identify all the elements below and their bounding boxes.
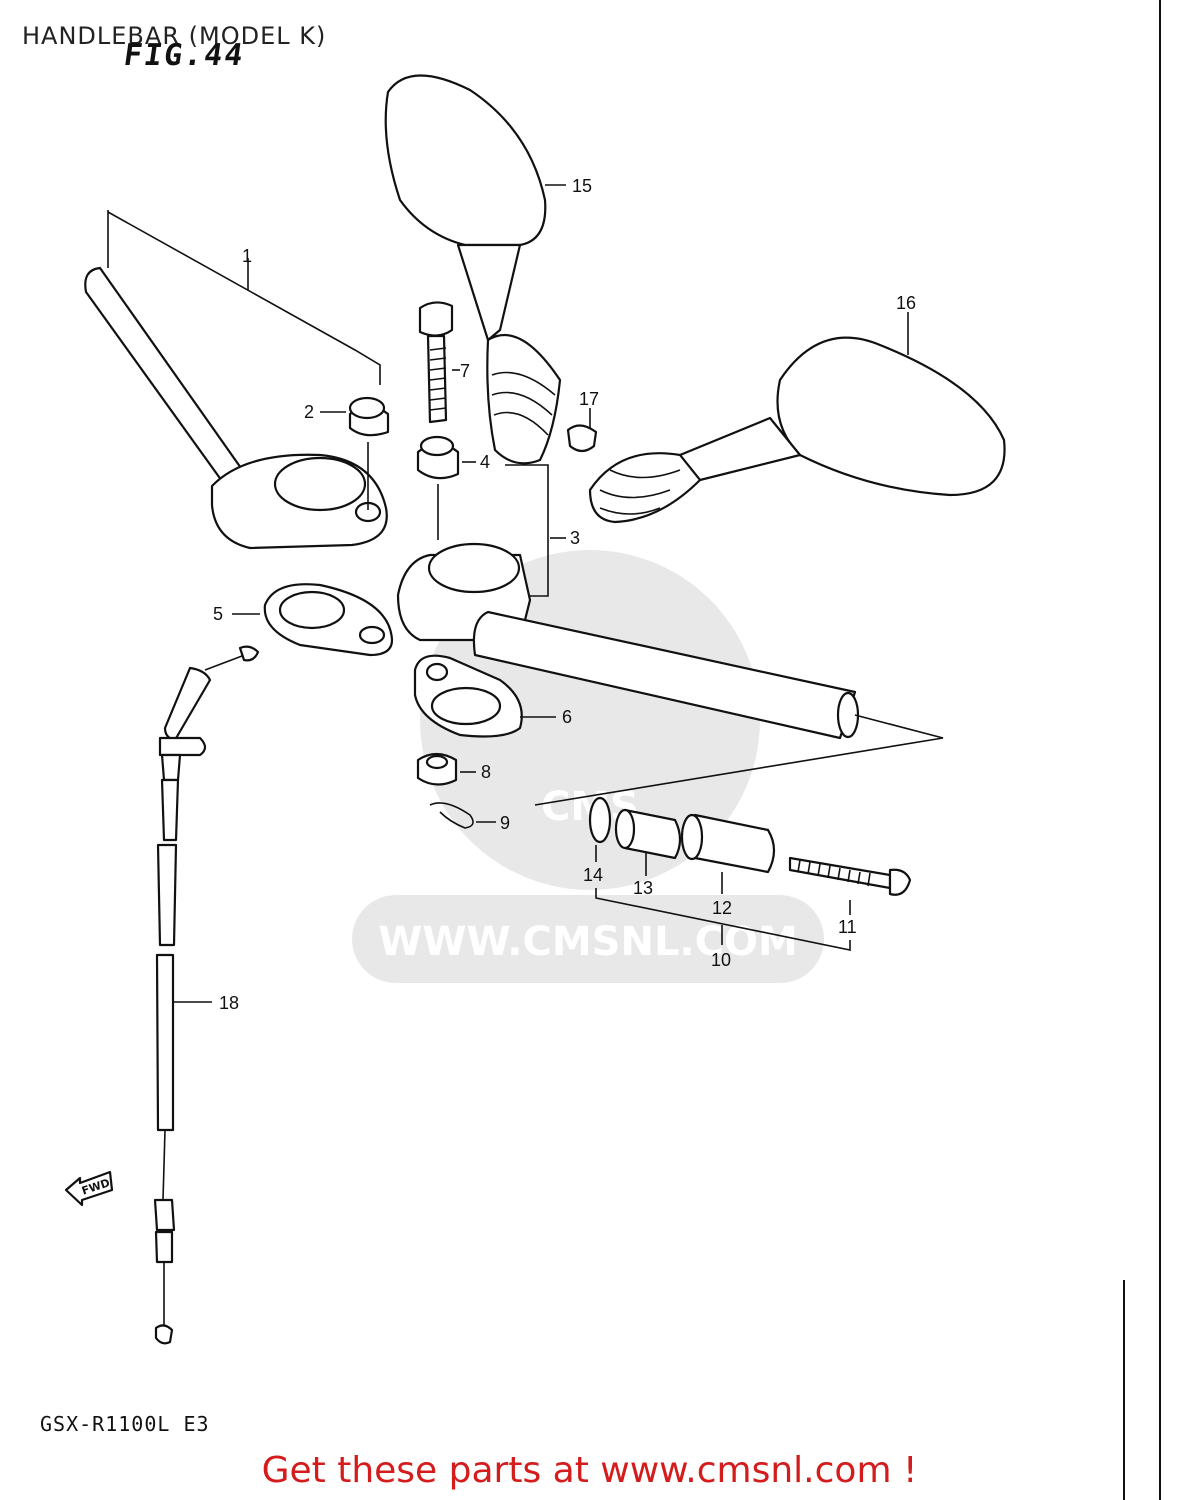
part-16-right-mirror[interactable] — [588, 312, 1006, 524]
watermark-url: WWW.CMSNL.COM — [378, 919, 798, 965]
callout-10: 10 — [711, 950, 731, 970]
bar-end-guide — [534, 714, 944, 806]
callout-9: 9 — [500, 813, 510, 833]
callout-14: 14 — [583, 865, 603, 885]
part-4-nut[interactable] — [416, 435, 549, 597]
part-7-bolt[interactable] — [418, 301, 460, 424]
fwd-arrow-icon: FWD — [64, 1170, 114, 1207]
part-17-screw[interactable] — [566, 408, 598, 453]
part-14-washer[interactable] — [588, 796, 612, 862]
callout-13: 13 — [633, 878, 653, 898]
callout-labels: 1 2 3 4 5 6 7 8 9 10 11 12 13 14 15 16 1… — [213, 176, 916, 1013]
callout-6: 6 — [562, 707, 572, 727]
callout-5: 5 — [213, 604, 223, 624]
part-11-long-screw[interactable] — [788, 856, 912, 915]
callout-4: 4 — [480, 452, 490, 472]
callout-18: 18 — [219, 993, 239, 1013]
part-10-bracket — [595, 888, 851, 951]
part-1-left-handlebar[interactable] — [84, 210, 388, 550]
callout-7: 7 — [460, 361, 470, 381]
callout-12: 12 — [712, 898, 732, 918]
callout-16: 16 — [896, 293, 916, 313]
callout-2: 2 — [304, 402, 314, 422]
part-12-weight[interactable] — [680, 813, 776, 894]
page-title: HANDLEBAR (MODEL K) — [22, 22, 327, 50]
part-18-throttle-cable[interactable] — [153, 645, 260, 1345]
part-9-clip[interactable] — [429, 802, 496, 829]
part-6-holder-plate[interactable] — [413, 654, 556, 738]
part-5-spacer-plate[interactable] — [232, 583, 394, 657]
model-code: GSX-R1100L E3 — [40, 1412, 210, 1436]
callout-3: 3 — [570, 528, 580, 548]
part-15-left-mirror[interactable] — [384, 74, 566, 465]
watermark-banner — [352, 895, 824, 983]
callout-1: 1 — [242, 246, 252, 266]
part-2-cap-nut[interactable] — [320, 396, 390, 510]
part-3-right-handlebar[interactable] — [396, 537, 860, 740]
callout-15: 15 — [572, 176, 592, 196]
callout-11: 11 — [838, 917, 857, 937]
footer-link[interactable]: Get these parts at www.cmsnl.com ! — [261, 1450, 918, 1491]
callout-17: 17 — [579, 389, 599, 409]
callout-8: 8 — [481, 762, 491, 782]
part-8-nut[interactable] — [416, 752, 476, 786]
part-13-weight[interactable] — [614, 808, 682, 876]
